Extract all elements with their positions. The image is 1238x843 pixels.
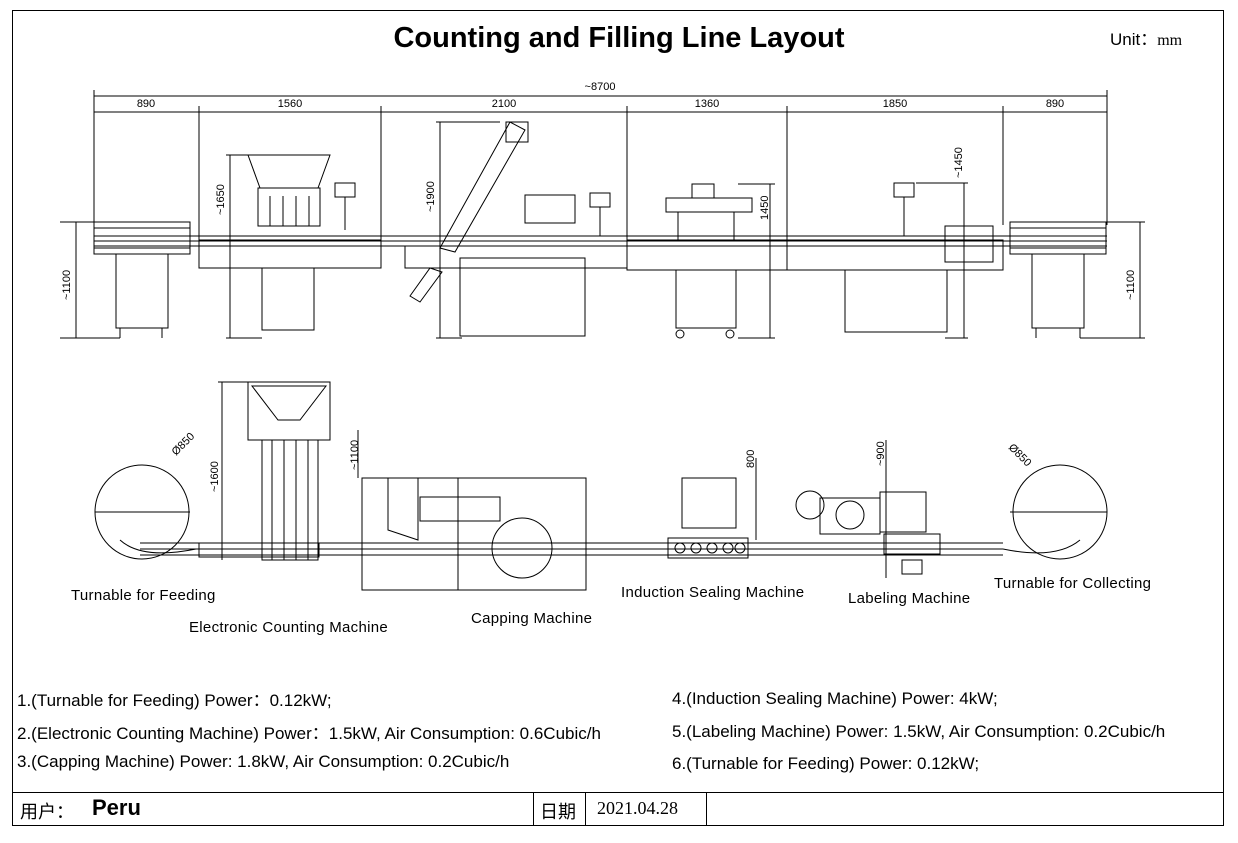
footer-sep-3	[706, 792, 707, 826]
footer-sep-1	[533, 792, 534, 826]
date-value: 2021.04.28	[597, 798, 678, 818]
dim-seg-1: 890	[137, 98, 155, 110]
date-label: 日期	[540, 802, 576, 822]
spec-5: 5.(Labeling Machine) Power: 1.5kW, Air C…	[672, 722, 1166, 741]
spec-4: 4.(Induction Sealing Machine) Power: 4kW…	[672, 689, 998, 708]
spec-1: 1.(Turnable for Feeding) Power：0.12kW;	[17, 691, 332, 710]
dim-seg-5: 1850	[883, 98, 907, 110]
footer-divider	[12, 792, 1224, 793]
label-turntable-feeding: Turnable for Feeding	[71, 587, 216, 604]
dim-turntable-left-height: ~1100	[61, 270, 73, 300]
label-turntable-collecting: Turnable for Collecting	[994, 575, 1152, 592]
labeling-machine-body	[844, 269, 948, 333]
spec-3: 3.(Capping Machine) Power: 1.8kW, Air Co…	[17, 752, 510, 771]
dim-capping-width: ~1100	[349, 440, 361, 470]
dim-seg-3: 2100	[492, 98, 516, 110]
dim-counting-height: ~1650	[215, 184, 227, 215]
turntable-right-elev	[1009, 221, 1107, 255]
dim-seg-4: 1360	[695, 98, 719, 110]
dim-sealing-width: 800	[745, 450, 757, 468]
unit-label: Unit：mm	[1110, 30, 1183, 49]
user-value: Peru	[92, 795, 141, 820]
dim-counting-width: ~1600	[209, 461, 221, 492]
dim-labeling-width: ~900	[875, 441, 887, 466]
label-capping-machine: Capping Machine	[471, 610, 593, 627]
capping-machine-plan	[361, 477, 587, 591]
counting-machine-base	[198, 239, 382, 269]
spec-2: 2.(Electronic Counting Machine) Power：1.…	[17, 724, 601, 743]
footer-sep-2	[585, 792, 586, 826]
dim-turntable-right-height: ~1100	[1125, 270, 1137, 300]
plan-view: Ø850 ~1600 ~1100 800 ~900	[94, 381, 1108, 591]
labeling-plan	[879, 491, 927, 533]
capping-machine-body	[459, 257, 586, 337]
dim-turntable-left-dia: Ø850	[170, 431, 198, 459]
sealing-plan	[681, 477, 737, 529]
counting-hopper-plan	[247, 381, 331, 441]
drawing-frame	[12, 10, 1224, 826]
dim-labeling-height: ~1450	[953, 147, 965, 178]
turntable-left-elev	[93, 221, 191, 255]
label-counting-machine: Electronic Counting Machine	[189, 619, 389, 636]
label-labeling-machine: Labeling Machine	[848, 590, 971, 607]
dim-total: ~8700	[585, 81, 616, 93]
dim-sealing-height: 1450	[759, 196, 771, 220]
dim-turntable-right-dia: Ø850	[1006, 442, 1034, 470]
user-label: 用户：	[20, 802, 74, 822]
page-title: Counting and Filling Line Layout	[393, 22, 845, 54]
spec-6: 6.(Turnable for Feeding) Power: 0.12kW;	[672, 754, 980, 773]
label-sealing-machine: Induction Sealing Machine	[621, 584, 805, 601]
sealing-head	[665, 197, 753, 213]
dim-seg-6: 890	[1046, 98, 1064, 110]
elevation-view: ~1100 ~1650 ~1900	[60, 121, 1145, 339]
dim-capping-height: ~1900	[425, 181, 437, 212]
dimension-chain: ~8700 890 1560 2100 1360 1850 890	[93, 81, 1108, 240]
dim-seg-2: 1560	[278, 98, 302, 110]
